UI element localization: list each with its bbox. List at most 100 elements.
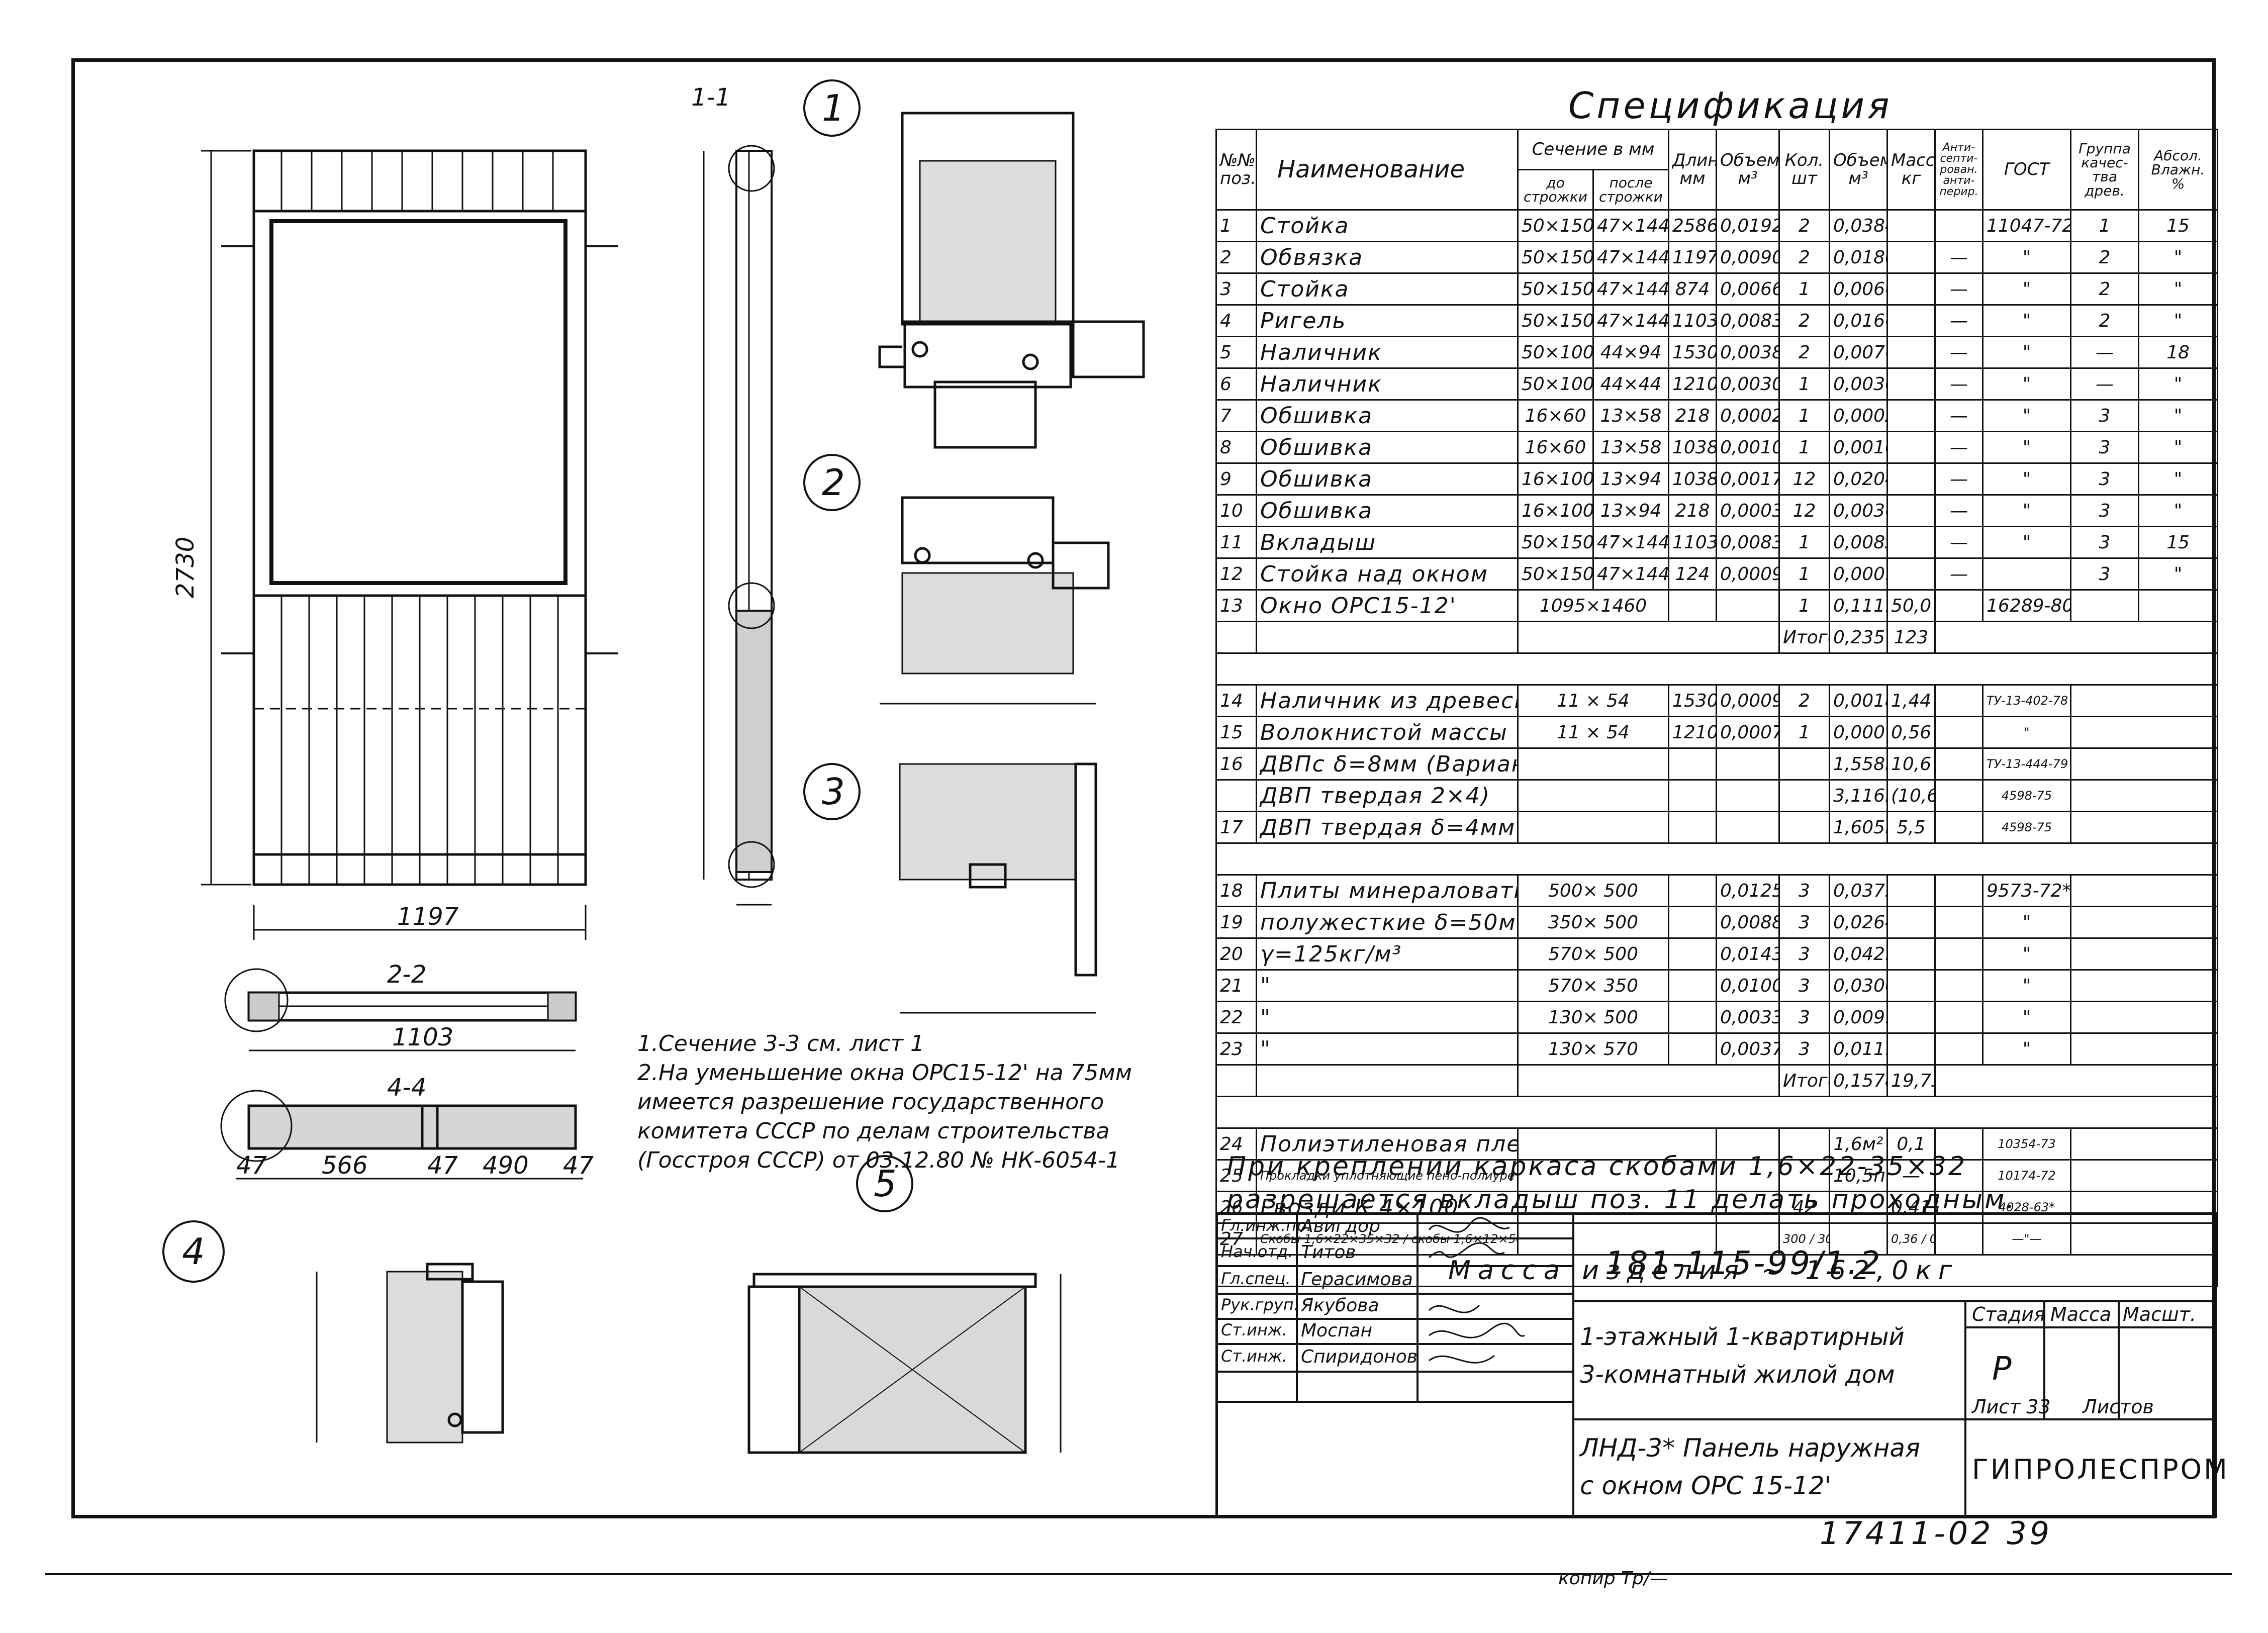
table-cell: 0,0009	[1716, 557, 1780, 591]
table-row: 2Обвязка50×15047×14411970,009020,0180—"2…	[1215, 241, 2218, 274]
table-cell: 0,0083	[1716, 526, 1780, 559]
table-cell: 47×144	[1592, 557, 1669, 591]
role-0: Гл.инж.пр.	[1221, 1216, 1312, 1235]
signatures	[1428, 1217, 1525, 1364]
table-cell	[1934, 874, 1983, 907]
table-cell	[1668, 937, 1717, 971]
section-title-2-2: 2-2	[387, 960, 426, 989]
table-cell: —	[1934, 272, 1983, 306]
table-cell: 50,0	[1886, 589, 1936, 622]
table-cell: Обшивка	[1256, 399, 1519, 432]
project-line-1: 1-этажный 1-квартирный	[1580, 1323, 1905, 1351]
table-cell: "	[1982, 399, 2071, 432]
detail-2	[880, 496, 1110, 705]
table-cell	[1886, 937, 1936, 971]
fastening-line: При креплении каркаса скобами 1,6×22-35×…	[1226, 1151, 1967, 1182]
table-cell: 4028-63*	[1982, 1191, 2071, 1224]
table-cell: 44×44	[1592, 367, 1669, 401]
table-cell	[1934, 1191, 1983, 1224]
table-cell	[1934, 747, 1983, 781]
table-cell	[1517, 779, 1669, 812]
table-cell: 0,0180	[1829, 241, 1888, 274]
table-cell: 2	[2070, 304, 2139, 337]
table-cell: 0,0009	[1829, 557, 1888, 591]
table-cell: Стойка над окном	[1256, 557, 1519, 591]
table-cell: 47×144	[1592, 304, 1669, 337]
col-gost: ГОСТ	[1982, 129, 2071, 211]
table-cell	[1215, 842, 2218, 876]
table-cell: "	[2138, 431, 2218, 464]
table-cell: 0,0030	[1716, 367, 1780, 401]
table-cell: 1103	[1668, 526, 1717, 559]
section-1-1	[703, 145, 775, 906]
table-cell	[1934, 1222, 1983, 1256]
table-cell	[2070, 906, 2218, 939]
table-cell	[1934, 589, 1983, 622]
table-cell: 50×150	[1517, 557, 1594, 591]
table-cell: 1	[1778, 716, 1830, 749]
table-cell: "	[2138, 241, 2218, 274]
table-cell: 1530	[1668, 684, 1717, 717]
table-cell: Волокнистой массы	[1256, 716, 1519, 749]
table-cell	[1668, 747, 1717, 781]
table-cell	[1886, 304, 1936, 337]
table-cell: —	[2070, 367, 2139, 401]
table-cell: полужесткие δ=50мм	[1256, 906, 1519, 939]
table-cell: 18	[2138, 336, 2218, 369]
table-cell: 3	[2070, 431, 2139, 464]
table-cell: 0,0002	[1716, 399, 1780, 432]
table-cell: 3	[2070, 526, 2139, 559]
table-cell: 0,0017	[1716, 462, 1780, 496]
table-cell: 123	[1886, 621, 1936, 654]
table-cell	[1668, 969, 1717, 1002]
table-cell	[1934, 1127, 1983, 1161]
table-cell	[1934, 1064, 2218, 1097]
table-cell: "	[2138, 304, 2218, 337]
table-cell: 10	[1215, 494, 1257, 527]
table-cell: —	[1934, 557, 1983, 591]
table-cell: 16	[1215, 747, 1257, 781]
table-cell: 0,0083	[1716, 304, 1780, 337]
role-4: Ст.инж.	[1221, 1320, 1287, 1339]
mass-label: Масса	[2050, 1303, 2112, 1325]
note-line: (Госстроя СССР) от 03.12.80 № НК-6054-1	[637, 1147, 1120, 1173]
section-2-2	[224, 968, 577, 1051]
table-cell: 0,0066	[1716, 272, 1780, 306]
table-row: Масса изделия ~ 162,0кг	[1215, 1254, 2218, 1287]
callout-5: 5	[874, 1163, 897, 1205]
table-cell: 16×60	[1517, 431, 1594, 464]
col-length: Длина вмм	[1668, 129, 1717, 211]
width-2-2: 1103	[392, 1023, 453, 1051]
table-cell: 570× 500	[1517, 937, 1669, 971]
table-cell	[1778, 1159, 1830, 1192]
table-cell: 0,0125	[1716, 874, 1780, 907]
table-cell: Итого:	[1778, 621, 1830, 654]
table-cell	[1934, 209, 1983, 242]
table-cell: 2	[1778, 209, 1830, 242]
table-cell	[1934, 1032, 1983, 1066]
table-cell: 13×94	[1592, 462, 1669, 496]
table-cell	[1886, 431, 1936, 464]
table-cell: 44×94	[1592, 336, 1669, 369]
note-line: 2.На уменьшение окна ОРС15-12' на 75мм	[637, 1060, 1132, 1086]
table-cell	[1668, 1032, 1717, 1066]
table-cell: 0,0076	[1829, 336, 1888, 369]
table-cell: "	[1982, 906, 2071, 939]
table-cell: 11047-72 8486-66	[1982, 209, 2071, 242]
table-cell	[1934, 779, 1983, 812]
person-1: Титов	[1301, 1242, 1356, 1263]
table-cell	[1517, 1159, 1717, 1192]
table-cell: 10354-73	[1982, 1127, 2071, 1161]
table-cell	[1829, 1191, 1888, 1224]
table-cell: 0,0264	[1829, 906, 1888, 939]
table-cell: 50×150	[1517, 241, 1594, 274]
table-cell	[1886, 557, 1936, 591]
table-cell: 1	[2070, 209, 2139, 242]
table-cell: 0,0099	[1829, 1001, 1888, 1034]
